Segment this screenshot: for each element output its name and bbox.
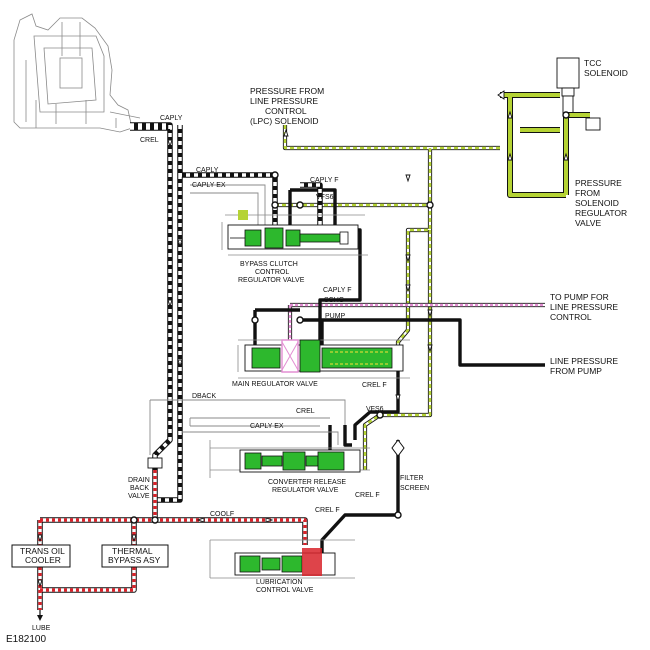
svg-text:PRESSURE: PRESSURE [575,178,622,188]
svg-text:CAPLY F: CAPLY F [323,287,352,294]
svg-text:BACK: BACK [130,485,149,492]
svg-text:VALVE: VALVE [575,218,601,228]
transmission-case-outline [13,13,141,133]
junction-dots [130,111,570,524]
svg-text:SCREEN: SCREEN [400,485,429,492]
svg-text:CAPLY EX: CAPLY EX [250,423,284,430]
svg-text:PUMP: PUMP [325,313,346,320]
svg-text:TO PUMP FOR: TO PUMP FOR [550,292,609,302]
svg-text:CONVERTER RELEASE: CONVERTER RELEASE [268,479,346,486]
lubrication-control-valve: LUBRICATION CONTROL VALVE [209,539,355,594]
cooler-circuit [37,470,308,621]
svg-text:CONTROL: CONTROL [265,106,307,116]
tcc-solenoid: TCC SOLENOID [556,57,628,131]
svg-text:BYPASS ASY: BYPASS ASY [108,555,161,565]
svg-text:LINE PRESSURE: LINE PRESSURE [550,356,618,366]
svg-text:SOLENOID: SOLENOID [575,198,619,208]
svg-text:VFS6: VFS6 [366,406,384,413]
svg-text:(LPC) SOLENOID: (LPC) SOLENOID [250,116,319,126]
main-regulator-valve: MAIN REGULATOR VALVE [232,339,410,388]
bypass-clutch-valve: BYPASS CLUTCH CONTROL REGULATOR VALVE [221,210,368,284]
svg-text:CREL F: CREL F [362,382,387,389]
svg-text:VALVE: VALVE [128,493,150,500]
svg-text:SOLENOID: SOLENOID [584,68,628,78]
svg-text:LUBE: LUBE [32,625,51,632]
svg-text:CAPLY EX: CAPLY EX [192,182,226,189]
filter-screen: FILTER SCREEN [391,439,429,492]
mainline-pressure [253,188,545,570]
svg-text:THERMAL: THERMAL [112,546,153,556]
svg-text:LUBRICATION: LUBRICATION [256,579,303,586]
svg-text:BYPASS CLUTCH: BYPASS CLUTCH [240,261,298,268]
converter-release-valve: CONVERTER RELEASE REGULATOR VALVE [209,440,370,494]
svg-text:CONTROL: CONTROL [255,269,289,276]
schg-line [287,302,545,345]
svg-text:REGULATOR: REGULATOR [575,208,627,218]
svg-text:TRANS OIL: TRANS OIL [20,546,65,556]
svg-text:FILTER: FILTER [400,475,424,482]
svg-text:MAIN REGULATOR VALVE: MAIN REGULATOR VALVE [232,381,318,388]
svg-text:VFS6: VFS6 [316,194,334,201]
callout-labels: PRESSURE FROM LINE PRESSURE CONTROL (LPC… [6,86,627,645]
svg-text:REGULATOR VALVE: REGULATOR VALVE [272,487,339,494]
svg-text:FROM PUMP: FROM PUMP [550,366,602,376]
svg-text:CONTROL: CONTROL [550,312,592,322]
svg-text:CREL: CREL [140,137,159,144]
flow-arrows [37,90,569,588]
svg-text:DRAIN: DRAIN [128,477,150,484]
svg-text:SCHG: SCHG [324,297,344,304]
svg-text:CAPLY: CAPLY [160,115,183,122]
svg-text:COOLER: COOLER [25,555,61,565]
figure-reference: E182100 [6,634,46,645]
svg-text:FROM: FROM [575,188,600,198]
svg-text:CAPLY: CAPLY [196,167,219,174]
svg-text:CAPLY F: CAPLY F [310,177,339,184]
svg-text:REGULATOR VALVE: REGULATOR VALVE [238,277,305,284]
svg-text:LINE PRESSURE: LINE PRESSURE [550,302,618,312]
svg-text:PRESSURE FROM: PRESSURE FROM [250,86,324,96]
caply-crel-lines [130,122,323,503]
svg-text:DBACK: DBACK [192,393,216,400]
svg-text:COOLF: COOLF [210,511,234,518]
thermal-bypass-asy: THERMAL BYPASS ASY [101,544,169,568]
trans-oil-cooler: TRANS OIL COOLER [11,544,71,568]
drain-back-valve: DRAIN BACK VALVE [128,457,163,500]
svg-text:LINE PRESSURE: LINE PRESSURE [250,96,318,106]
svg-text:CONTROL VALVE: CONTROL VALVE [256,587,314,594]
svg-text:CREL F: CREL F [315,507,340,514]
exhaust-ghost-lines [149,184,346,455]
tcc-solenoid-label: TCC [584,58,601,68]
svg-text:CREL: CREL [296,408,315,415]
solenoid-pressure-lines [275,92,590,470]
svg-text:CREL F: CREL F [355,492,380,499]
